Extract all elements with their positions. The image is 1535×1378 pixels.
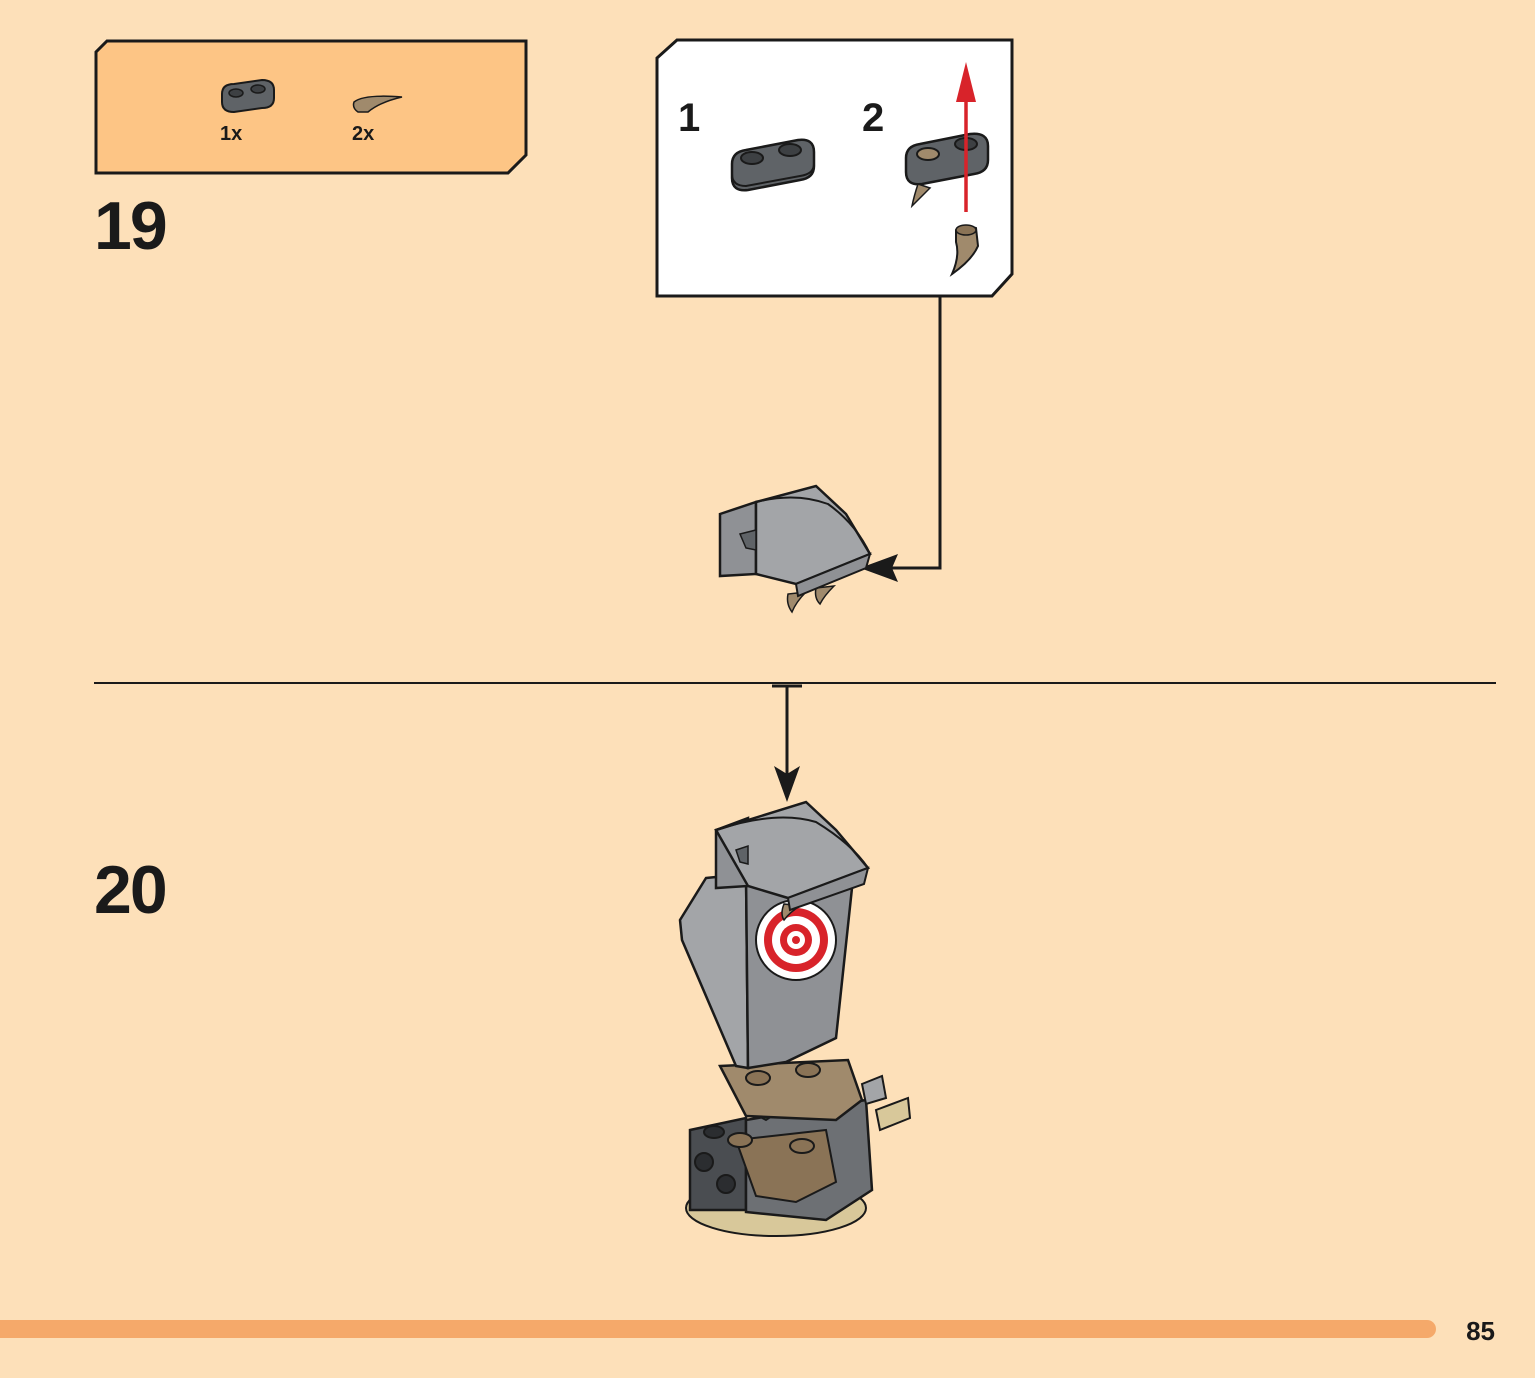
step-number-20: 20 [94,852,168,928]
step-transfer-arrow [772,684,802,802]
page-progress-bar [0,1320,1436,1338]
substep-label-1: 1 [678,96,701,140]
step-divider-line [94,682,1496,684]
dark-gray-plate-part-icon [221,78,275,114]
page-number: 85 [1466,1316,1495,1346]
substep-1-plate-image [730,138,816,192]
substep-label-2: 2 [862,96,885,140]
tan-horn-part-icon [352,95,403,113]
plate-quantity: 1x [220,123,243,145]
step-19-head-model-image [718,484,872,614]
parts-list-box [94,39,528,175]
callout-connector-arrow [860,296,942,582]
substep-2-assembly-image [904,62,990,277]
step-20-model-image [678,800,912,1237]
step-number-19: 19 [94,188,168,264]
horn-quantity: 2x [352,123,375,145]
sub-assembly-callout-box [655,38,1014,298]
